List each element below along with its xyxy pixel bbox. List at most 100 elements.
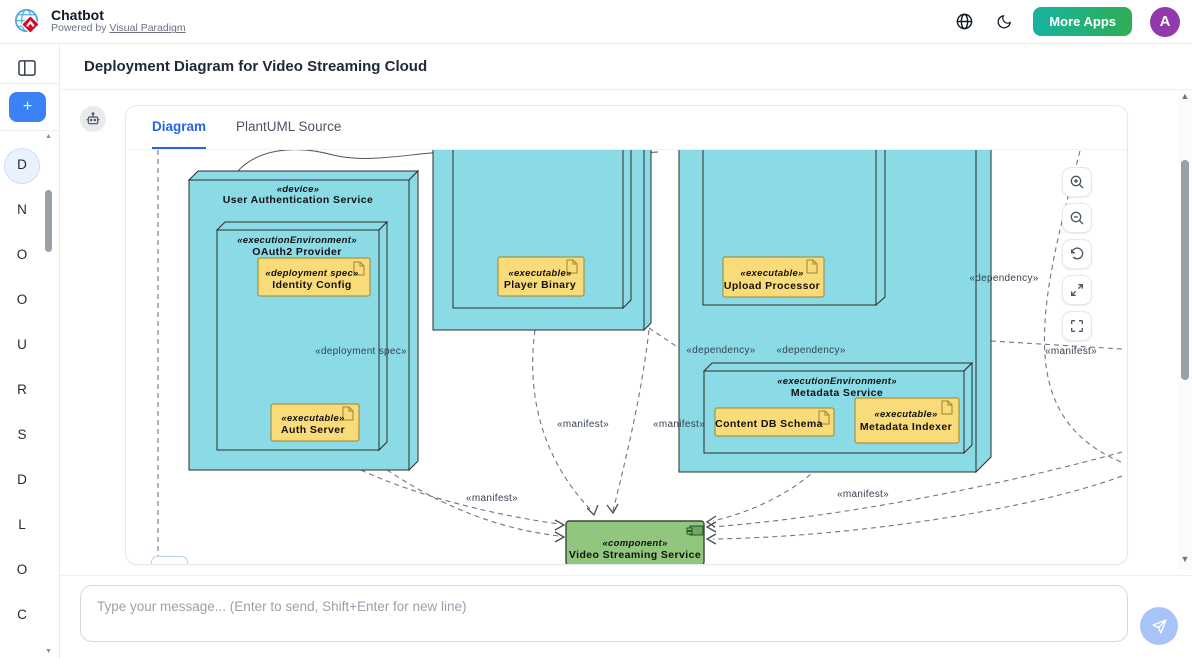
dependency-label: «dependency»: [776, 345, 845, 356]
chat-sidebar: + D N O O U R S D L O C ▲ ▼: [0, 44, 60, 658]
language-globe-button[interactable]: [953, 11, 975, 33]
auth-device-name: User Authentication Service: [223, 194, 373, 206]
chat-history-item[interactable]: U: [17, 337, 27, 352]
chat-history-item[interactable]: S: [17, 427, 27, 442]
clipped-action-button[interactable]: [151, 556, 188, 564]
oauth-env-stereotype: «executionEnvironment»: [237, 235, 357, 246]
node-cdn-device: [432, 150, 652, 332]
svg-text:Content DB Schema: Content DB Schema: [715, 418, 823, 430]
chat-history-item[interactable]: L: [18, 517, 26, 532]
chat-history-item[interactable]: O: [16, 247, 28, 262]
zoom-in-button[interactable]: [1062, 167, 1092, 197]
chat-history-item[interactable]: C: [17, 607, 27, 622]
component-icon: [686, 525, 704, 536]
zoom-out-button[interactable]: [1062, 203, 1092, 233]
metadata-env-name: Metadata Service: [791, 387, 883, 399]
scroll-up-arrow-icon[interactable]: ▲: [1180, 91, 1190, 101]
diagram-viewport[interactable]: «executionEnvironment» Metadata Service …: [126, 150, 1127, 564]
more-apps-button[interactable]: More Apps: [1033, 7, 1132, 36]
user-avatar[interactable]: A: [1150, 6, 1180, 37]
powered-by: Powered by Visual Paradigm: [51, 22, 186, 35]
conversation-titlebar: Deployment Diagram for Video Streaming C…: [60, 44, 1192, 90]
scrollbar-thumb[interactable]: [45, 190, 52, 252]
tab-bar: Diagram PlantUML Source: [126, 106, 1127, 150]
dependency-label: «dependency»: [969, 273, 1038, 284]
svg-text:«executable»: «executable»: [874, 409, 937, 420]
artifact-metadata-indexer: «executable» Metadata Indexer: [854, 397, 960, 444]
artifact-identity-config: «deployment spec» Identity Config: [257, 257, 371, 297]
scroll-up-arrow-icon[interactable]: ▲: [45, 133, 52, 140]
chat-input-bar: [60, 575, 1192, 658]
oauth-env-name: OAuth2 Provider: [252, 246, 341, 258]
artifact-player-binary: «executable» Player Binary: [497, 256, 585, 297]
document-icon: [818, 410, 830, 425]
page-title: Deployment Diagram for Video Streaming C…: [84, 58, 428, 75]
robot-icon: [86, 112, 100, 125]
edge-labels: «deployment spec» «manifest» «manifest» …: [315, 273, 1097, 504]
svg-text:Identity Config: Identity Config: [272, 279, 352, 291]
artifact-auth-server: «executable» Auth Server: [270, 403, 360, 442]
deployment-diagram: «executionEnvironment» Metadata Service …: [157, 150, 1123, 564]
document-icon: [806, 259, 818, 274]
chat-history-list: D N O O U R S D L O C: [0, 142, 44, 637]
svg-text:Auth Server: Auth Server: [281, 424, 345, 436]
main-scrollbar[interactable]: ▲ ▼: [1178, 90, 1192, 571]
chat-history-item[interactable]: O: [16, 292, 28, 307]
artifact-content-db-schema: Content DB Schema: [714, 407, 835, 437]
svg-text:«component»: «component»: [602, 538, 667, 549]
sidebar-scrollbar[interactable]: ▲ ▼: [44, 132, 53, 656]
send-plane-icon: [1151, 618, 1167, 634]
sidebar-toggle-button[interactable]: [14, 56, 40, 80]
sidebar-divider: [0, 130, 59, 131]
zoom-in-icon: [1070, 175, 1084, 189]
maximize-button[interactable]: [1062, 275, 1092, 305]
reset-view-button[interactable]: [1062, 239, 1092, 269]
svg-text:Metadata Indexer: Metadata Indexer: [860, 421, 952, 433]
deployment-spec-label: «deployment spec»: [315, 346, 407, 357]
fit-screen-button[interactable]: [1062, 311, 1092, 341]
manifest-label: «manifest»: [557, 419, 609, 430]
tab-diagram[interactable]: Diagram: [152, 106, 207, 149]
scroll-down-arrow-icon[interactable]: ▼: [1180, 554, 1190, 564]
tab-plantuml-source[interactable]: PlantUML Source: [236, 119, 342, 134]
manifest-label: «manifest»: [837, 489, 889, 500]
dark-mode-button[interactable]: [993, 11, 1015, 33]
send-button[interactable]: [1140, 607, 1178, 645]
bot-avatar: [80, 106, 106, 132]
visual-paradigm-logo-icon: [14, 8, 40, 34]
svg-text:«executable»: «executable»: [508, 268, 571, 279]
app-header: Chatbot Powered by Visual Paradigm More …: [0, 0, 1192, 44]
component-video-streaming-service: «component» Video Streaming Service: [565, 520, 705, 564]
svg-text:Video Streaming Service: Video Streaming Service: [569, 549, 701, 561]
metadata-env-stereotype: «executionEnvironment»: [777, 376, 897, 387]
maximize-icon: [1071, 284, 1083, 296]
sidebar-divider: [0, 83, 59, 84]
scrollbar-thumb[interactable]: [1181, 160, 1189, 380]
auth-device-stereotype: «device»: [277, 184, 320, 195]
dependency-label: «dependency»: [686, 345, 755, 356]
chat-history-item[interactable]: D: [17, 472, 27, 487]
svg-text:«executable»: «executable»: [740, 268, 803, 279]
new-chat-button[interactable]: +: [9, 92, 46, 122]
artifact-upload-processor: «executable» Upload Processor: [722, 256, 825, 298]
reset-rotate-icon: [1071, 247, 1084, 260]
visual-paradigm-link[interactable]: Visual Paradigm: [109, 22, 186, 35]
scroll-down-arrow-icon[interactable]: ▼: [45, 648, 52, 655]
chat-history-item[interactable]: R: [17, 382, 27, 397]
zoom-out-icon: [1070, 211, 1084, 225]
document-icon: [566, 259, 578, 274]
manifest-label: «manifest»: [653, 419, 705, 430]
chat-history-item[interactable]: N: [17, 202, 27, 217]
diagram-zoom-controls: [1062, 167, 1092, 347]
chat-history-item[interactable]: O: [16, 562, 28, 577]
message-input[interactable]: [80, 585, 1128, 642]
main-content: Deployment Diagram for Video Streaming C…: [60, 44, 1192, 658]
document-icon: [353, 261, 365, 276]
svg-text:Upload Processor: Upload Processor: [724, 280, 820, 292]
app-title: Chatbot: [51, 7, 104, 24]
globe-icon: [956, 13, 973, 30]
manifest-label: «manifest»: [466, 493, 518, 504]
moon-icon: [997, 15, 1011, 29]
chat-history-item[interactable]: D: [0, 142, 44, 187]
document-icon: [342, 406, 354, 421]
